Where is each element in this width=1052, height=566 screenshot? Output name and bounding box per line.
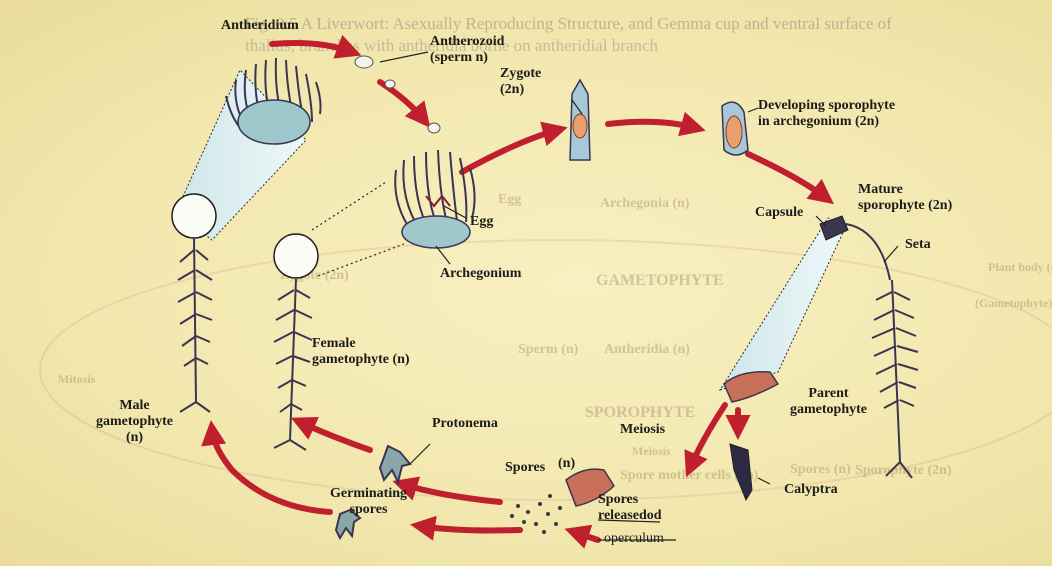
label-developing-sporophyte: Developing sporophyte in archegonium (2n… (758, 98, 895, 130)
label-meiosis: Meiosis (620, 422, 665, 438)
label-antheridium: Antheridium (221, 18, 299, 34)
arrow-antherozoid-to-archegonium (380, 82, 424, 120)
female-apex-circle (274, 234, 318, 278)
label-parent-gametophyte: Parent gametophyte (790, 386, 867, 418)
label-archegonium: Archegonium (440, 266, 521, 282)
arrow-germinating-to-protonema (212, 430, 330, 512)
label-spores: Spores (505, 460, 545, 476)
arrow-germinating-to-lower (420, 526, 520, 531)
capsule (820, 216, 848, 240)
arrow-zygote-to-developing (608, 122, 696, 128)
label-antherozoid: Antherozoid (sperm n) (430, 34, 504, 66)
arrow-antheridium-to-antherozoid (272, 43, 352, 52)
label-zygote: Zygote (2n) (500, 66, 541, 98)
archegonium-base (402, 216, 470, 248)
antheridium-base (238, 100, 310, 144)
sporophyte-zoom-cone (720, 218, 846, 390)
arrow-spores-to-germinating (402, 484, 500, 502)
male-apex-circle (172, 194, 216, 238)
seta (846, 224, 890, 280)
label-calyptra: Calyptra (784, 482, 838, 498)
developing-sporophyte-structure (722, 102, 748, 155)
label-protonema: Protonema (432, 416, 498, 432)
parent-gametophyte-plant (872, 280, 918, 478)
label-female-gametophyte: Female gametophyte (n) (312, 336, 410, 368)
arrow-protonema-to-female (300, 422, 370, 450)
arrow-mature-to-meiosis (690, 405, 725, 468)
label-mature-sporophyte: Mature sporophyte (2n) (858, 182, 952, 214)
label-spores-released: Spores releasedod (598, 492, 662, 524)
label-germinating-spores: Germinating spores (330, 486, 407, 518)
arrow-released-to-bottom (574, 532, 598, 540)
zoom-line-top (312, 182, 386, 230)
zoom-line-bottom (318, 244, 404, 276)
label-operculum: operculum (604, 531, 664, 547)
arrow-developing-to-mature (748, 154, 826, 198)
protonema-structure (380, 446, 410, 482)
label-seta: Seta (905, 237, 931, 253)
label-egg: Egg (470, 214, 493, 230)
male-gametophyte-plant (178, 238, 212, 412)
label-capsule: Capsule (755, 205, 803, 221)
zygote-structure (570, 80, 590, 160)
label-male-gametophyte: Male gametophyte (n) (96, 398, 173, 446)
label-spores-n: (n) (558, 456, 575, 472)
arrow-archegonium-to-zygote (462, 130, 558, 172)
